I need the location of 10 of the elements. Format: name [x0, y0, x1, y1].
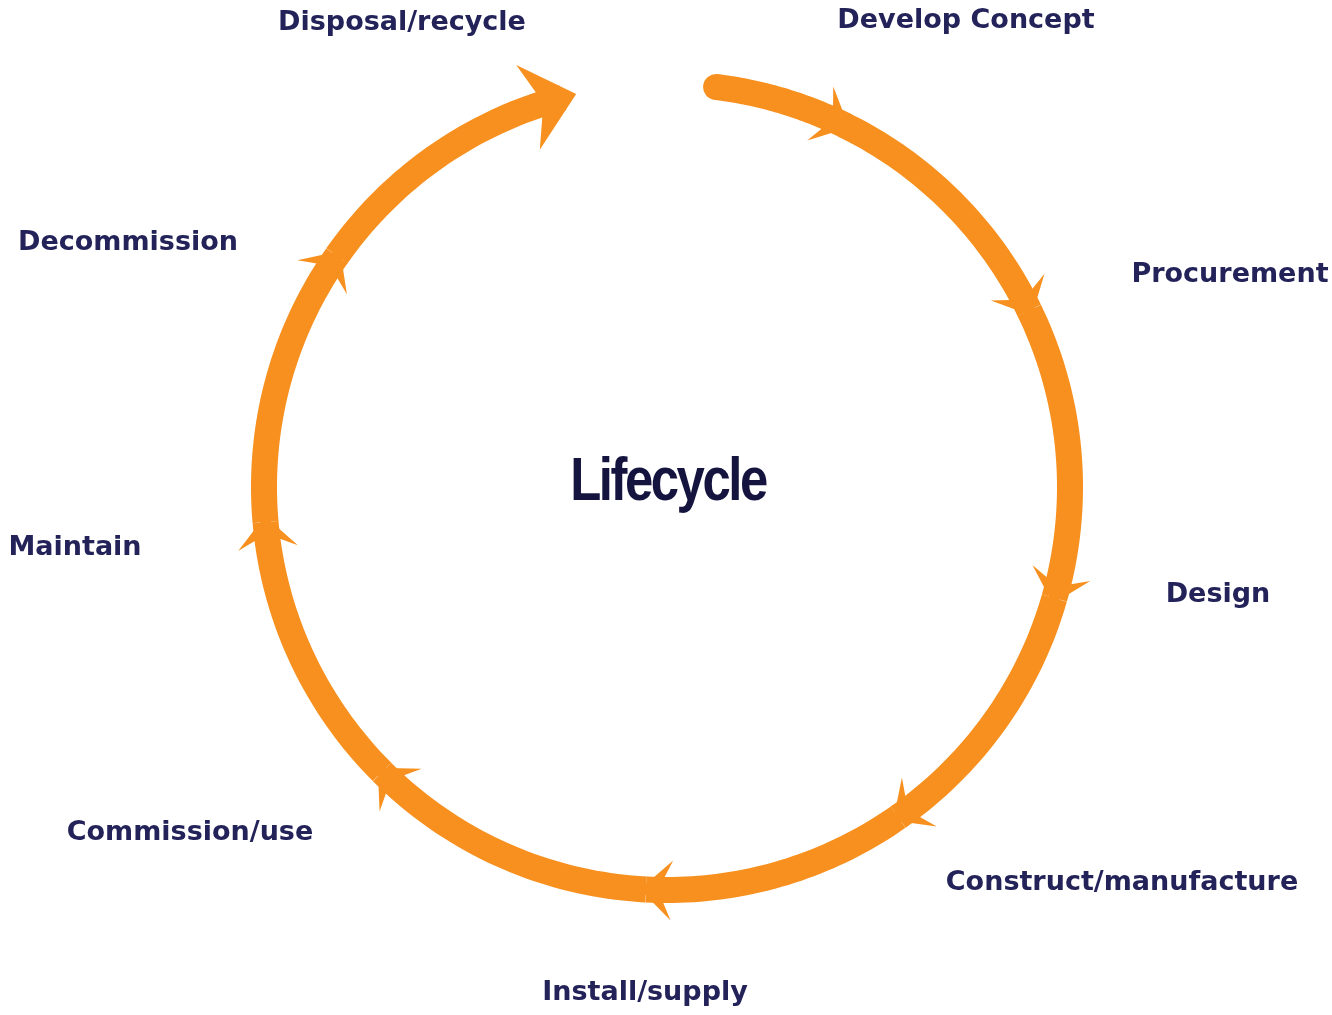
stage-label: Disposal/recycle	[278, 4, 526, 36]
stage-label: Commission/use	[66, 814, 314, 846]
stage-label: Procurement	[1131, 256, 1329, 288]
stage-label: Design	[1165, 576, 1271, 608]
center-title: Lifecycle	[570, 442, 766, 514]
stage-label: Construct/manufacture	[945, 864, 1299, 896]
stage-label: Decommission	[18, 224, 238, 256]
stage-label: Develop Concept	[837, 2, 1095, 34]
stage-label: Install/supply	[542, 974, 748, 1006]
stage-label: Maintain	[8, 529, 142, 561]
